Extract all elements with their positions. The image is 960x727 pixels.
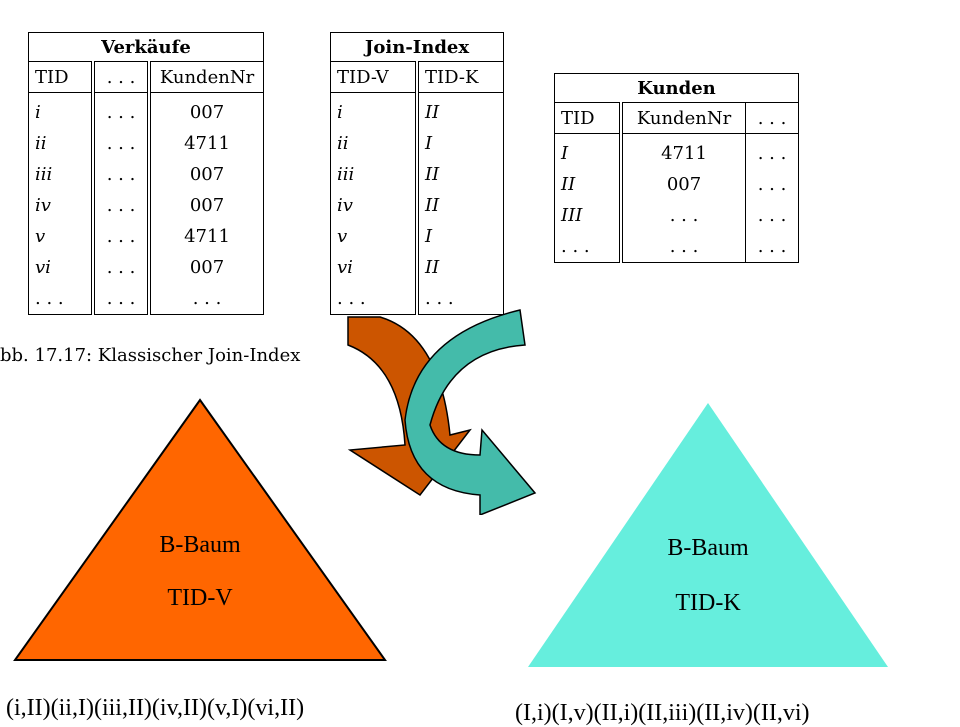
column-header: TID [28,61,95,93]
btree-v-label-2: TID-V [167,585,233,611]
btree-k-triangle [528,403,888,667]
btree-v-label-1: B-Baum [159,532,241,558]
table-cell: . . . [92,97,151,128]
table-cell: . . . [745,200,799,231]
column-header: KundenNr [620,102,746,134]
table-cell: III [554,200,623,231]
table-cell: . . . [92,128,151,159]
table-cell: 007 [148,190,264,221]
table-row: v. . .4711 [28,221,264,252]
table-cell: 007 [148,252,264,283]
table-title: Verkäufe [28,32,264,62]
table-cell: . . . [745,138,799,169]
figure-caption: bb. 17.17: Klassischer Join-Index [0,345,301,366]
table-cell: . . . [745,169,799,200]
table-cell: iv [330,190,419,221]
table-cell: v [28,221,95,252]
column-header: TID-V [330,61,419,93]
table-cell: . . . [620,200,746,231]
table-cell: II [416,159,504,190]
table-cell: 4711 [148,128,264,159]
table-cell: 4711 [620,138,746,169]
table-cell: iv [28,190,95,221]
column-header: TID-K [416,61,504,93]
btree-v-entries: (i,II)(ii,I)(iii,II)(iv,II)(v,I)(vi,II) [6,695,305,721]
table-row: iii. . .007 [28,159,264,190]
btree-k-label-1: B-Baum [667,535,749,561]
table-cell: . . . [148,283,264,315]
table-cell: II [416,190,504,221]
table-cell: . . . [28,283,95,315]
table-cell: II [554,169,623,200]
table-cell: II [416,252,504,283]
table-cell: ii [330,128,419,159]
table-row: vi. . .007 [28,252,264,283]
table-row: . . .. . . [330,283,504,315]
table-cell: . . . [92,190,151,221]
table-verkaeufe: Verkäufe TID . . . KundenNr i. . .007 ii… [28,32,264,315]
table-cell: vi [330,252,419,283]
table-row: . . .. . .. . . [28,283,264,315]
table-cell: . . . [330,283,419,315]
crossing-arrows-icon [347,309,537,515]
table-cell: . . . [745,231,799,263]
table-title: Kunden [554,73,799,103]
table-cell: . . . [92,159,151,190]
table-cell: I [554,138,623,169]
table-cell: 007 [148,97,264,128]
btree-v-triangle [13,398,387,661]
table-cell: . . . [92,252,151,283]
table-cell: i [28,97,95,128]
table-cell: . . . [554,231,623,263]
table-title: Join-Index [330,32,504,62]
table-row: ii. . .4711 [28,128,264,159]
table-row: iv. . .007 [28,190,264,221]
table-cell: . . . [620,231,746,263]
column-header: TID [554,102,623,134]
table-row: III. . .. . . [554,200,799,231]
table-row: . . .. . .. . . [554,231,799,263]
table-row: i. . .007 [28,97,264,128]
table-cell: 4711 [148,221,264,252]
table-cell: . . . [92,221,151,252]
teal-arrow [404,309,537,515]
table-cell: v [330,221,419,252]
table-cell: iii [330,159,419,190]
table-cell: vi [28,252,95,283]
btree-k-label-2: TID-K [675,590,741,616]
btree-diagram [13,398,888,667]
btree-k-entries: (I,i)(I,v)(II,i)(II,iii)(II,iv)(II,vi) [515,700,810,726]
table-cell: 007 [148,159,264,190]
table-cell: . . . [92,283,151,315]
table-cell: i [330,97,419,128]
table-cell: . . . [416,283,504,315]
table-cell: 007 [620,169,746,200]
table-cell: II [416,97,504,128]
column-header: . . . [745,102,799,134]
table-cell: ii [28,128,95,159]
table-cell: iii [28,159,95,190]
table-cell: I [416,128,504,159]
column-header: KundenNr [148,61,264,93]
table-cell: I [416,221,504,252]
column-header: . . . [92,61,151,93]
